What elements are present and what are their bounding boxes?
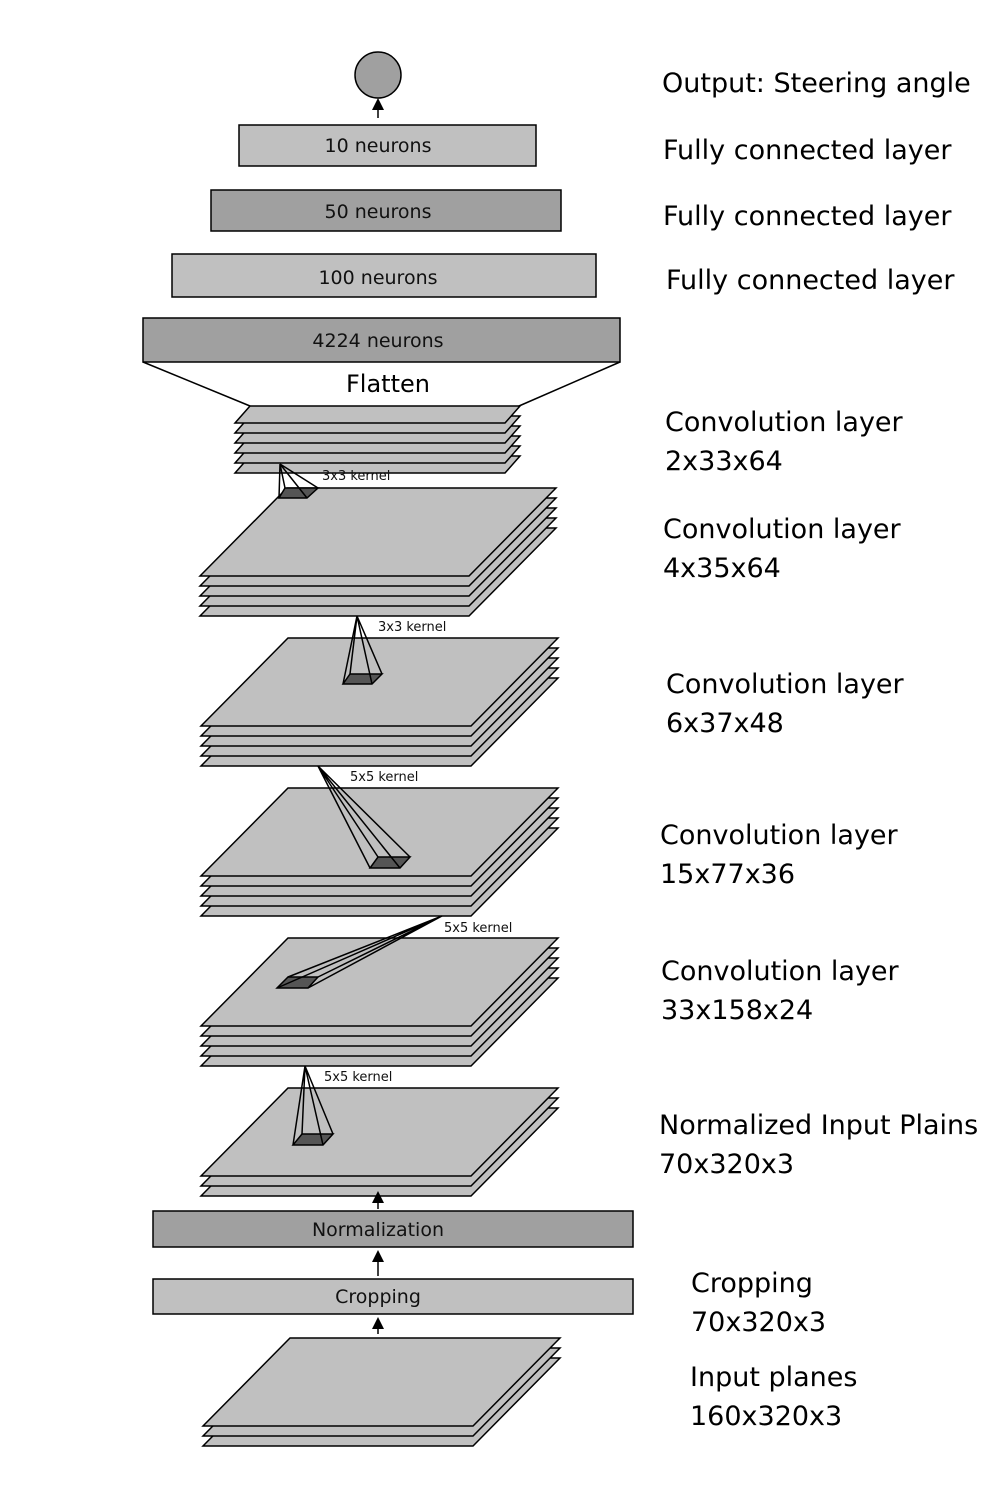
input-planes-stack-plane [201,1337,562,1427]
conv4-label-line2: 4x35x64 [663,553,781,584]
kernel-label-2: 3x3 kernel [378,620,446,635]
cropping-label-line1: Cropping [691,1268,813,1299]
conv2-stack [199,787,560,917]
fc-10-box [238,124,537,167]
fc-50-layer: 50 neurons Fully connected layer [210,189,952,232]
conv2-label-line1: Convolution layer [660,820,899,851]
input-planes-label-line2: 160x320x3 [690,1401,842,1432]
kernel-rays [292,1065,334,1146]
kernel-rays [342,615,383,685]
conv4-label-line1: Convolution layer [663,514,902,545]
kernel-rays [276,915,443,989]
conv1-label-line1: Convolution layer [661,956,900,987]
conv3-stack-plane [199,637,560,727]
kernel-label-3: 5x5 kernel [350,770,418,785]
conv5-stack-plane [233,405,522,424]
cropping-box [152,1278,634,1315]
flatten-left-line [142,361,251,407]
conv4-stack [198,487,558,617]
cropping-label-line2: 70x320x3 [691,1307,826,1338]
conv1-stack-plane [199,937,560,1027]
output-title: Output: Steering angle [662,68,971,99]
fc-10-layer-label: Fully connected layer [663,135,952,166]
cropping-box-text: Cropping [335,1286,421,1308]
normalized-input-label: Normalized Input Plains 70x320x3 [659,1110,978,1180]
kernel-label-4: 5x5 kernel [444,921,512,936]
kernel-3x3-second: 3x3 kernel [341,615,446,685]
kernel-rays [278,463,319,499]
normalization-box [152,1210,634,1248]
output-node [354,51,402,99]
fc-100-layer-label: Fully connected layer [666,265,955,296]
cropping-layer: Cropping Cropping 70x320x3 [152,1268,826,1338]
fc-10-layer: 10 neurons Fully connected layer [238,124,952,167]
input-planes-label: Input planes 160x320x3 [690,1362,857,1432]
fc-100-layer: 100 neurons Fully connected layer [171,253,955,298]
fc-50-box-text: 50 neurons [325,201,432,223]
fc-50-box [210,189,562,232]
conv5-label: Convolution layer 2x33x64 [665,407,904,477]
conv2-stack-plane [199,787,560,877]
normalization-box-text: Normalization [312,1219,444,1241]
normalized-input-stack-plane [199,1087,560,1177]
conv3-label-line1: Convolution layer [666,669,905,700]
input-planes-stack [201,1337,562,1447]
conv3-label: Convolution layer 6x37x48 [666,669,905,739]
fc-10-box-text: 10 neurons [325,135,432,157]
conv4-label: Convolution layer 4x35x64 [663,514,902,584]
kernel-label-5: 5x5 kernel [324,1070,392,1085]
normalized-input-label-line1: Normalized Input Plains [659,1110,978,1141]
conv5-stack [233,405,522,474]
conv1-label: Convolution layer 33x158x24 [661,956,900,1026]
conv3-stack [199,637,560,767]
kernel-rays [317,765,411,869]
conv2-label-line2: 15x77x36 [660,859,795,890]
kernels: 3x3 kernel 3x3 kernel 5x5 kernel 5x5 ker… [275,463,512,1146]
conv4-stack-plane [198,487,558,577]
flatten-neurons-box-text: 4224 neurons [312,330,443,352]
normalization-layer: Normalization [152,1210,634,1248]
flatten-neurons-box [142,317,621,363]
conv1-stack [199,937,560,1067]
conv5-label-line1: Convolution layer [665,407,904,438]
fc-100-box-text: 100 neurons [318,267,437,289]
input-planes-label-line1: Input planes [690,1362,857,1393]
fc-50-layer-label: Fully connected layer [663,201,952,232]
kernel-5x5-fourth: 5x5 kernel [275,915,512,989]
kernel-label-1: 3x3 kernel [322,469,390,484]
normalized-input-label-line2: 70x320x3 [659,1149,794,1180]
flatten-neurons-layer: 4224 neurons [142,317,621,363]
flatten-right-line [518,361,621,407]
normalized-input-stack [199,1087,560,1197]
conv5-label-line2: 2x33x64 [665,446,783,477]
conv3-label-line2: 6x37x48 [666,708,784,739]
fc-100-box [171,253,597,298]
plane-stacks [198,405,562,1447]
kernel-5x5-fifth: 5x5 kernel [291,1065,392,1146]
flatten-label: Flatten [346,370,430,398]
kernel-5x5-third: 5x5 kernel [317,765,418,869]
conv1-label-line2: 33x158x24 [661,995,813,1026]
conv2-label: Convolution layer 15x77x36 [660,820,899,890]
kernel-3x3-top: 3x3 kernel [277,463,390,499]
